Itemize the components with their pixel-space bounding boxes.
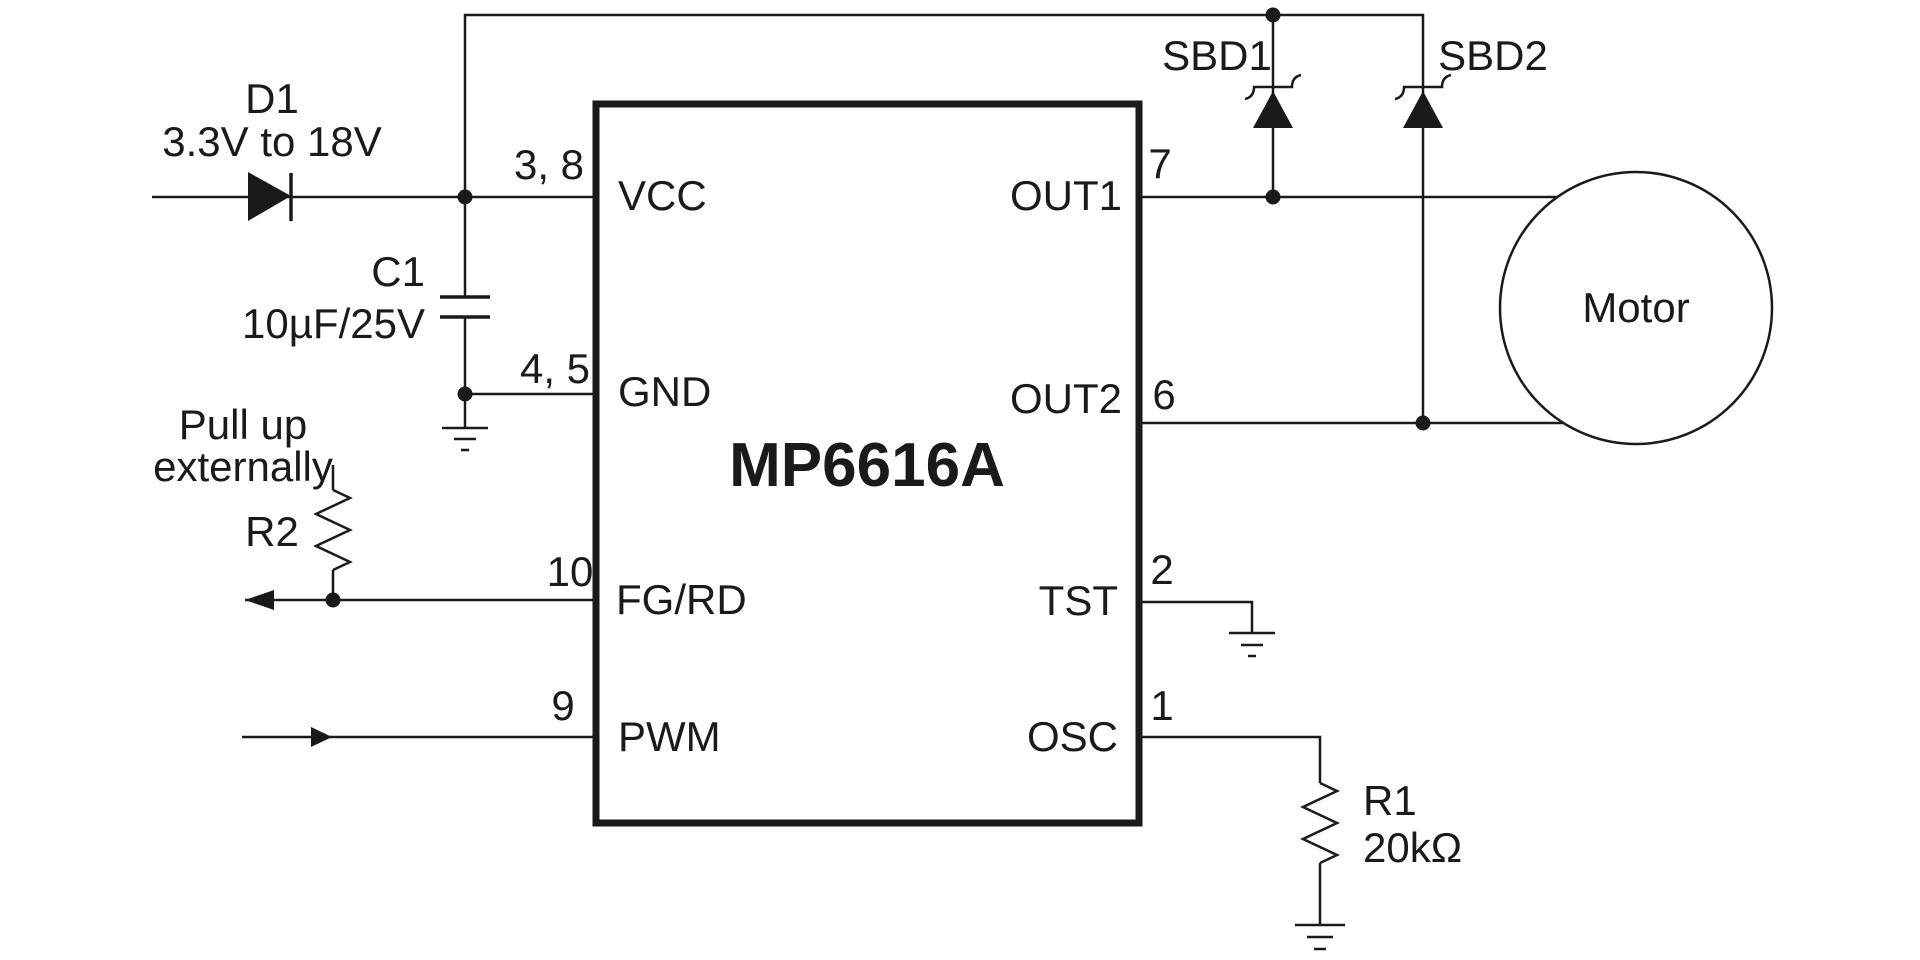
r2-note-line1-label: Pull up (178, 401, 308, 448)
pin-number-vcc: 3, 8 (513, 141, 585, 188)
pin-number-out2: 6 (1152, 371, 1176, 418)
pin-name-fgrd: FG/RD (616, 576, 747, 623)
pwm-input-arrow-icon (311, 727, 332, 747)
pin-name-out1: OUT1 (1009, 172, 1122, 219)
c1-ref-label: C1 (371, 248, 425, 295)
ic-part-number: MP6616A (729, 431, 1005, 500)
ground-icon (442, 426, 488, 452)
pin-number-gnd: 4, 5 (519, 345, 591, 392)
junction-dots (325, 7, 1431, 608)
sbd1-ref-label: SBD1 (1162, 32, 1272, 79)
motor-label: Motor (1582, 284, 1690, 331)
motor-circle (1498, 170, 1774, 446)
schottky-diode-sbd2-icon (1394, 73, 1452, 128)
resistor-r2-icon (313, 488, 353, 572)
sbd2-ref-label: SBD2 (1438, 32, 1548, 79)
d1-note-label: 3.3V to 18V (162, 118, 382, 165)
gnd-pin-wire (463, 392, 596, 428)
r1-ref-label: R1 (1363, 777, 1417, 824)
fgrd-output-arrow-icon (245, 590, 274, 610)
osc-wire (1139, 735, 1322, 925)
pin-number-osc: 1 (1150, 682, 1174, 729)
tst-wire (1139, 600, 1254, 633)
ic-body-outline (592, 100, 1143, 827)
ground-icon (1295, 923, 1345, 951)
pin-name-gnd: GND (618, 368, 712, 415)
capacitor-c1-icon (440, 295, 490, 319)
r1-value-label: 20kΩ (1363, 824, 1463, 871)
pin-number-tst: 2 (1150, 546, 1174, 593)
pin-name-out2: OUT2 (1009, 375, 1122, 422)
r2-ref-label: R2 (245, 508, 299, 555)
schottky-diode-sbd1-icon (1244, 73, 1302, 128)
c1-value-label: 10µF/25V (242, 300, 425, 347)
pin-number-fgrd: 10 (546, 548, 594, 595)
vcc-top-rail-wire (463, 13, 1425, 423)
pin-name-osc: OSC (1026, 713, 1118, 760)
pin-number-out1: 7 (1148, 140, 1172, 187)
diode-d1-icon (248, 172, 293, 221)
d1-ref-label: D1 (245, 75, 299, 122)
pin-number-pwm: 9 (551, 682, 575, 729)
resistor-r1-icon (1300, 781, 1340, 865)
pin-name-pwm: PWM (618, 713, 721, 760)
ground-icon (1229, 631, 1275, 658)
pin-name-vcc: VCC (618, 172, 707, 219)
pin-name-tst: TST (1038, 577, 1118, 624)
r2-note-line2-label: externally (153, 443, 333, 490)
